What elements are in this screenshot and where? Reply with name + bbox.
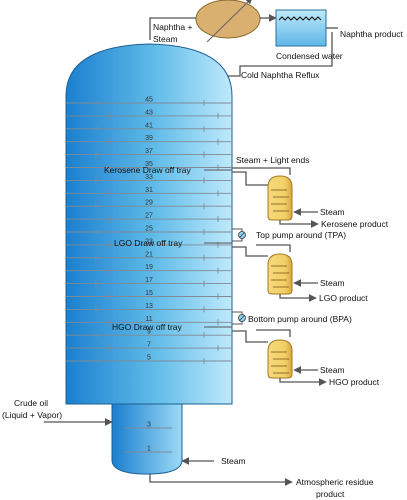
residue-label-2: product — [316, 489, 345, 499]
condensed-water-label: Condensed water — [276, 51, 343, 61]
lgo-product-label: LGO product — [319, 293, 368, 303]
hgo-product-line — [279, 378, 327, 386]
bpa-pump-icon-slash — [239, 315, 245, 321]
tray-number: 15 — [145, 290, 153, 297]
residue-line — [149, 474, 293, 486]
steam-light-ends-label: Steam + Light ends — [236, 155, 309, 165]
crude-oil-label-1: Crude oil — [14, 398, 48, 408]
condenser-diagonal — [206, 0, 253, 43]
tray-number: 29 — [145, 200, 153, 207]
tray-number: 23 — [145, 238, 153, 245]
tray-number: 5 — [147, 355, 151, 362]
cold-naphtha-reflux-label: Cold Naphtha Reflux — [241, 70, 320, 80]
lgo-steam-label: Steam — [320, 278, 345, 288]
hgo-steam-label: Steam — [320, 365, 345, 375]
lgo-vapor-return — [256, 244, 291, 252]
bpa-section: Bottom pump around (BPA) — [232, 311, 352, 325]
crude-oil-label-2: (Liquid + Vapor) — [2, 410, 62, 420]
crude-feed: Crude oil (Liquid + Vapor) — [2, 398, 113, 426]
bottom-tray-number: 3 — [147, 422, 151, 429]
column-shell — [65, 43, 233, 405]
lgo-stripper — [267, 253, 293, 295]
overhead-condenser — [195, 0, 261, 39]
tpa-label: Top pump around (TPA) — [256, 230, 346, 240]
column-trays: 45 43 41 39 37 35 33 31 29 27 25 23 21 19 17 15 13 11 9 7 5 — [66, 97, 232, 364]
overhead-vapor-line — [149, 17, 196, 40]
kerosene-product-label: Kerosene product — [321, 219, 389, 229]
main-column: 454341393735333129272523211917151311975 … — [65, 43, 233, 475]
drum-liquid-wave — [278, 16, 322, 21]
hgo-stripper-trays — [271, 351, 289, 374]
hgo-vapor-return — [256, 329, 291, 337]
kerosene-draw-label: Kerosene Draw off tray — [104, 165, 192, 175]
kerosene-product-line — [279, 220, 319, 228]
tray-number: 19 — [145, 264, 153, 271]
tray-number: 43 — [145, 109, 153, 116]
tray-number: 39 — [145, 135, 153, 142]
lgo-draw-label: LGO Draw off tray — [114, 238, 183, 248]
kerosene-vapor-return — [232, 167, 291, 175]
kerosene-steam-label: Steam — [320, 207, 345, 217]
bottom-tray-number: 1 — [147, 446, 151, 453]
kerosene-stripper — [267, 175, 293, 221]
lgo-liquid-line — [232, 246, 268, 257]
bpa-label: Bottom pump around (BPA) — [248, 314, 352, 324]
lgo-section: Steam LGO product LGO Draw off tray — [114, 238, 368, 303]
lgo-stripper-trays — [271, 265, 289, 288]
hgo-section: Steam HGO product HGO Draw off tray — [112, 322, 380, 387]
naphtha-steam-label-1: Naphtha + — [153, 22, 192, 32]
tray-number: 11 — [145, 316, 152, 323]
kerosene-liquid-line — [232, 171, 268, 186]
tray-number: 13 — [145, 303, 153, 310]
reflux-drum — [275, 9, 327, 47]
lgo-product-line — [279, 294, 317, 302]
tray-number: 37 — [145, 148, 153, 155]
reflux-line — [211, 32, 333, 80]
bottom-steam-label: Steam — [221, 456, 246, 466]
bottom-connections: Steam Atmospheric residue product — [149, 456, 374, 499]
tray-number: 21 — [145, 251, 153, 258]
kerosene-section: Steam + Light ends Steam Kerosene produc… — [104, 155, 389, 229]
overhead-system: Naphtha + Steam Naphtha product Condense… — [149, 0, 403, 80]
tpa-pump-icon-slash — [239, 232, 245, 238]
bottom-trays: 31 — [124, 422, 172, 453]
hgo-product-label: HGO product — [329, 377, 380, 387]
tray-number: 33 — [145, 174, 153, 181]
hgo-liquid-line — [232, 330, 268, 343]
residue-label-1: Atmospheric residue — [296, 477, 374, 487]
tray-number: 45 — [145, 97, 153, 104]
naphtha-steam-label-2: Steam — [153, 34, 178, 44]
naphtha-product-label: Naphtha product — [340, 29, 403, 39]
tray-number: 17 — [145, 277, 153, 284]
tray-number: 27 — [145, 213, 153, 220]
hgo-draw-label: HGO Draw off tray — [112, 322, 182, 332]
tray-number: 41 — [145, 122, 153, 129]
tray-number: 35 — [145, 161, 153, 168]
tpa-section: Top pump around (TPA) — [232, 228, 346, 242]
tray-number: 9 — [147, 329, 151, 336]
tray-number: 25 — [145, 226, 153, 233]
tray-number: 31 — [145, 187, 153, 194]
kerosene-stripper-trays — [271, 189, 289, 212]
tray-number: 7 — [147, 342, 151, 349]
column-bottom-section — [111, 403, 183, 475]
